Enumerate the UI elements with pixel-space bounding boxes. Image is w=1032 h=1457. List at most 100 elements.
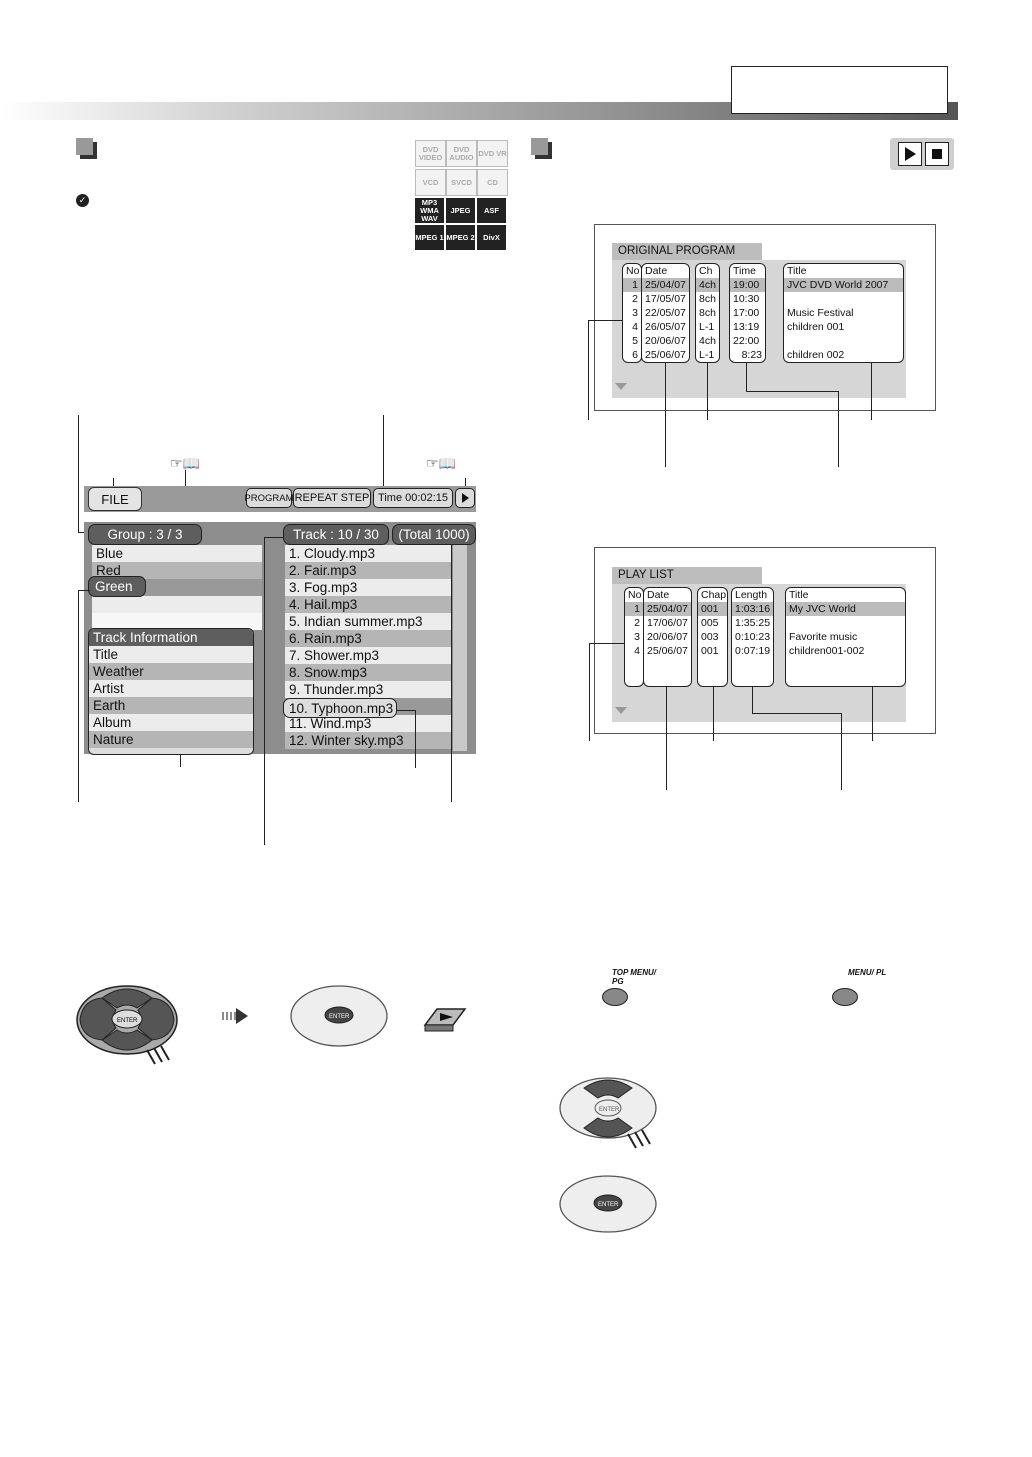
- play-list-title: PLAY LIST: [612, 567, 762, 584]
- format-badge: DVD VR: [477, 140, 508, 167]
- track-item[interactable]: 5. Indian summer.mp3: [285, 613, 451, 630]
- callout-line: [588, 320, 589, 420]
- cursor-up-down-pad-illustration: ENTER: [559, 1077, 657, 1149]
- scroll-down-icon: [615, 383, 627, 390]
- group-indicator: Group : 3 / 3: [88, 524, 202, 545]
- enter-button: [593, 1194, 623, 1212]
- format-badge: JPEG: [446, 198, 475, 223]
- format-badge: DVD AUDIO: [446, 140, 477, 167]
- arrow-right-icon: [222, 1008, 250, 1024]
- repeat-step-indicator: REPEAT STEP: [293, 488, 371, 508]
- track-info-row: Artist: [89, 680, 253, 697]
- reference-book-icon: ☞📖: [170, 455, 200, 471]
- track-item[interactable]: 6. Rain.mp3: [285, 630, 451, 647]
- date-column: Date 25/04/07 17/06/07 20/06/07 25/06/07: [643, 587, 692, 687]
- track-indicator: Track : 10 / 30: [283, 524, 389, 545]
- group-item[interactable]: Red: [92, 562, 262, 579]
- callout-line: [746, 363, 747, 391]
- track-info-header: Track Information: [89, 629, 253, 646]
- section-square-icon: [76, 138, 93, 155]
- play-stop-icon-group: [890, 138, 954, 170]
- group-item[interactable]: Blue: [92, 545, 262, 562]
- callout-line: [465, 478, 466, 488]
- callout-line: [746, 391, 838, 392]
- callout-line: [666, 687, 667, 790]
- cursor-up-button: [583, 1079, 633, 1099]
- callout-line: [665, 363, 666, 467]
- callout-line: [78, 590, 79, 802]
- total-indicator: (Total 1000): [392, 524, 476, 545]
- reference-book-icon: ☞📖: [426, 455, 456, 471]
- track-item[interactable]: 8. Snow.mp3: [285, 664, 451, 681]
- ch-column: Ch 4ch 8ch 8ch L-1 4ch L-1: [695, 263, 720, 363]
- enter-label: ENTER: [598, 1202, 619, 1208]
- callout-line: [383, 415, 384, 490]
- enter-label: ENTER: [599, 1107, 620, 1113]
- cursor-down-button: [101, 1029, 153, 1051]
- menu-button[interactable]: [832, 988, 858, 1006]
- callout-line: [264, 537, 284, 538]
- menu-label: MENU/ PL: [848, 968, 887, 977]
- track-selected-highlight[interactable]: 10. Typhoon.mp3: [283, 698, 397, 718]
- time-column: Time 19:00 10:30 17:00 13:19 22:00 8:23: [729, 263, 766, 363]
- callout-line: [707, 363, 708, 420]
- track-item[interactable]: 1. Cloudy.mp3: [285, 545, 451, 562]
- press-indicator: [146, 1045, 170, 1065]
- format-badge: CD: [477, 169, 508, 196]
- title-column: Title My JVC World Favorite music childr…: [785, 587, 906, 687]
- format-badge: ASF: [477, 198, 506, 223]
- track-info-row: Weather: [89, 663, 253, 680]
- format-badge: SVCD: [446, 169, 477, 196]
- header-label-box: [731, 66, 948, 114]
- play-button-base: [424, 1024, 454, 1032]
- format-badge: MP3 WMA WAV: [415, 198, 444, 223]
- press-indicator: [627, 1129, 651, 1149]
- format-badge: MPEG 2: [446, 225, 475, 250]
- title-column: Title JVC DVD World 2007 Music Festival …: [783, 263, 904, 363]
- stop-icon: [925, 142, 949, 166]
- track-item[interactable]: 12. Winter sky.mp3: [285, 732, 451, 749]
- enter-pad-illustration: ENTER: [559, 1175, 657, 1233]
- enter-label: ENTER: [117, 1018, 138, 1024]
- callout-line: [841, 713, 842, 790]
- callout-line: [185, 470, 186, 488]
- track-info-row: Earth: [89, 697, 253, 714]
- callout-line: [871, 363, 872, 420]
- callout-line: [415, 710, 416, 768]
- track-item[interactable]: 9. Thunder.mp3: [285, 681, 451, 698]
- program-indicator: PROGRAM: [244, 488, 294, 508]
- track-item[interactable]: 4. Hail.mp3: [285, 596, 451, 613]
- callout-line: [588, 320, 622, 321]
- callout-line: [838, 391, 839, 467]
- callout-line: [78, 590, 90, 591]
- callout-line: [872, 687, 873, 741]
- play-icon: [898, 142, 922, 166]
- track-item[interactable]: 7. Shower.mp3: [285, 647, 451, 664]
- track-item[interactable]: 2. Fair.mp3: [285, 562, 451, 579]
- scroll-down-icon: [615, 707, 627, 714]
- track-information-box: Track Information Title Weather Artist E…: [88, 628, 254, 755]
- track-info-row: Album: [89, 714, 253, 731]
- track-scrollbar[interactable]: [453, 545, 467, 751]
- track-item[interactable]: 11. Wind.mp3: [285, 715, 451, 732]
- file-tab[interactable]: FILE: [88, 487, 142, 511]
- callout-line: [752, 713, 841, 714]
- header-gradient-bar: [0, 102, 958, 120]
- track-item[interactable]: 3. Fog.mp3: [285, 579, 451, 596]
- callout-line: [589, 643, 590, 741]
- top-menu-label: TOP MENU/ PG: [612, 968, 657, 986]
- callout-line: [589, 643, 624, 644]
- play-icon: [440, 1013, 453, 1021]
- original-program-title: ORIGINAL PROGRAM: [612, 243, 762, 260]
- no-column: No 1 2 3 4: [624, 587, 644, 687]
- cursor-up-button: [101, 988, 153, 1009]
- enter-button: [324, 1006, 354, 1024]
- play-button-illustration: [423, 1008, 467, 1032]
- group-selected-highlight[interactable]: Green: [88, 576, 146, 597]
- time-indicator: Time 00:02:15: [373, 488, 453, 508]
- play-status-icon: [455, 488, 475, 508]
- section-square-icon: [531, 138, 548, 155]
- format-badges: DVD VIDEO DVD AUDIO DVD VR VCD SVCD CD M…: [415, 140, 508, 250]
- callout-line: [180, 755, 181, 767]
- top-menu-button[interactable]: [602, 988, 628, 1006]
